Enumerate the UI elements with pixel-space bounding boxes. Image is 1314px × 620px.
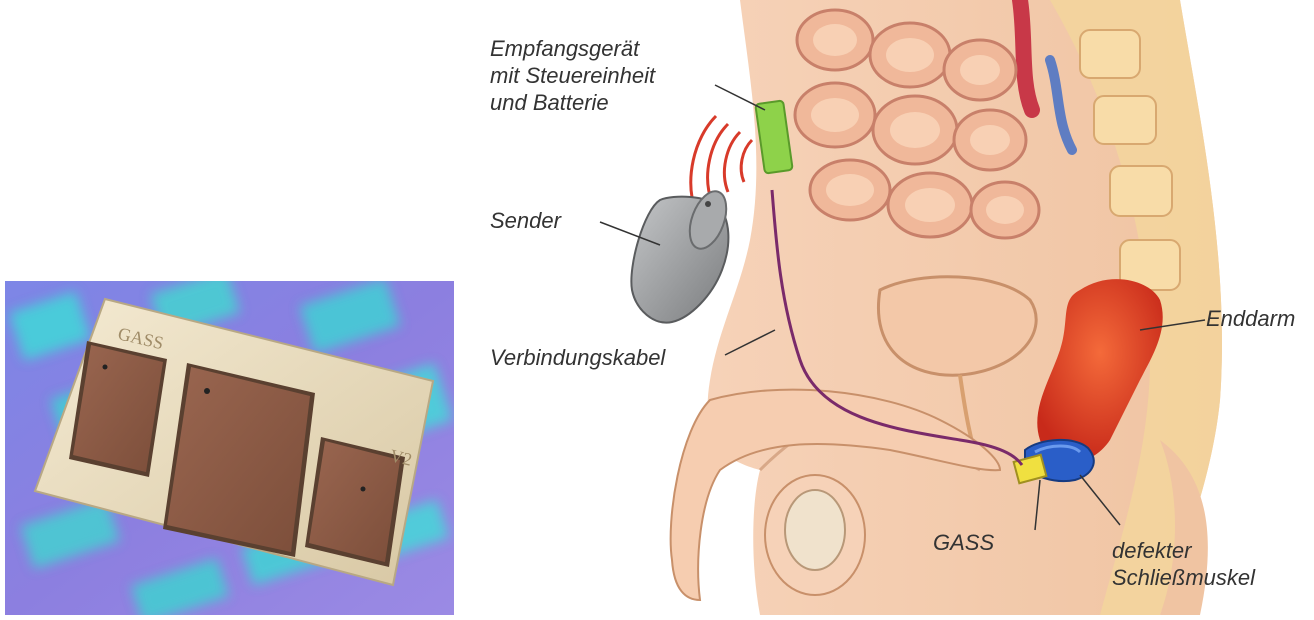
- receiver-label-line3: und Batterie: [490, 90, 609, 116]
- rectum-label: Enddarm: [1206, 306, 1295, 332]
- sender-label: Sender: [490, 208, 561, 234]
- gass-label: GASS: [933, 530, 994, 556]
- gass-chip-photo: GASS V2: [5, 281, 454, 615]
- chip-photo-graphic: GASS V2: [5, 281, 454, 615]
- receiver-label-line2: mit Steuereinheit: [490, 63, 655, 89]
- cable-label: Verbindungskabel: [490, 345, 665, 371]
- anatomy-illustration: Empfangsgerät mit Steuereinheit und Batt…: [460, 0, 1314, 615]
- sphincter-label-line1: defekter: [1112, 538, 1192, 564]
- sphincter-label-line2: Schließmuskel: [1112, 565, 1255, 591]
- sender-device: [631, 186, 733, 322]
- receiver-label-line1: Empfangsgerät: [490, 36, 639, 62]
